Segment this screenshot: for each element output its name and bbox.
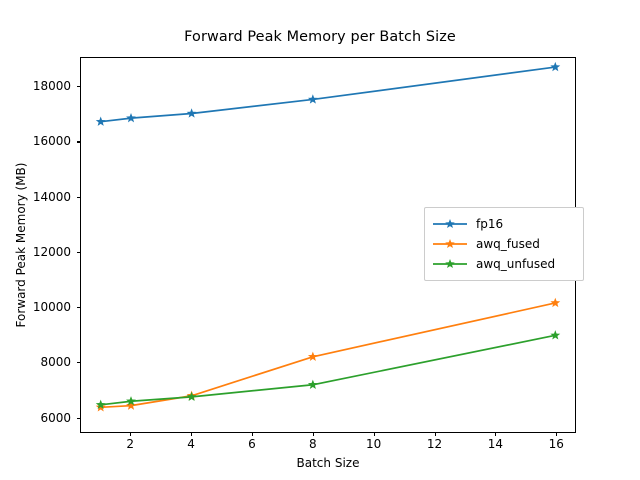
- x-tick-label: 16: [548, 437, 564, 451]
- legend-line-swatch: [433, 239, 467, 249]
- series-line: [100, 334, 556, 406]
- x-tick-label: 4: [187, 437, 195, 451]
- x-tick-mark: [312, 432, 314, 436]
- y-tick-mark: [76, 196, 80, 198]
- x-tick-label: 6: [248, 437, 256, 451]
- x-tick-label: 10: [366, 437, 382, 451]
- x-tick-mark: [373, 432, 375, 436]
- legend-label: awq_unfused: [476, 257, 556, 271]
- x-axis-label: Batch Size: [296, 456, 360, 470]
- x-tick-label: 8: [308, 437, 317, 451]
- x-tick-mark: [191, 432, 193, 436]
- y-tick-label: 18000: [32, 79, 71, 94]
- legend-line-swatch: [433, 259, 467, 269]
- x-tick-mark: [251, 432, 254, 436]
- data-point-marker: [307, 379, 318, 389]
- y-tick-mark: [76, 86, 80, 88]
- y-tick-label: 6000: [40, 410, 71, 425]
- y-tick-mark: [76, 307, 80, 309]
- data-point-marker: [307, 351, 318, 361]
- y-tick-label: 12000: [32, 244, 71, 259]
- x-tick-mark: [495, 432, 497, 436]
- x-tick-label: 14: [487, 437, 503, 451]
- legend-line-swatch: [433, 219, 467, 229]
- y-tick-label: 8000: [40, 355, 71, 370]
- data-point-marker: [95, 116, 106, 126]
- data-point-marker: [186, 108, 197, 118]
- data-point-marker: [550, 61, 561, 72]
- legend-item-awq_unfused[interactable]: awq_unfused: [432, 254, 575, 274]
- data-point-marker: [126, 112, 136, 123]
- x-tick-label: 12: [426, 437, 443, 451]
- series-fp16: [95, 61, 561, 126]
- series-awq_fused: [95, 297, 561, 412]
- data-point-marker: [126, 396, 136, 406]
- x-tick-label: 2: [126, 437, 135, 451]
- y-tick-label: 16000: [32, 134, 71, 149]
- y-tick-mark: [76, 362, 80, 364]
- y-tick-label: 10000: [32, 300, 71, 315]
- x-tick-mark: [130, 432, 132, 436]
- data-point-marker: [126, 400, 136, 410]
- x-tick-mark: [556, 432, 558, 436]
- data-point-marker: [95, 399, 106, 410]
- y-tick-mark: [76, 417, 80, 419]
- x-tick-mark: [434, 432, 436, 436]
- legend-item-fp16[interactable]: fp16: [432, 214, 575, 234]
- data-point-marker: [307, 94, 318, 104]
- data-point-marker: [550, 297, 561, 308]
- series-line: [100, 302, 556, 409]
- data-point-marker: [550, 330, 561, 340]
- y-tick-label: 14000: [32, 189, 71, 204]
- chart-legend: fp16 awq_fused awq_unfused: [424, 207, 584, 281]
- legend-item-awq_fused[interactable]: awq_fused: [432, 234, 575, 254]
- series-line: [100, 66, 556, 123]
- series-canvas: [95, 61, 561, 412]
- legend-label: fp16: [476, 217, 504, 231]
- data-point-marker: [186, 391, 197, 402]
- series-awq_unfused: [95, 330, 561, 410]
- y-tick-mark: [76, 251, 80, 253]
- legend-label: awq_fused: [476, 237, 540, 251]
- y-tick-mark: [76, 141, 80, 143]
- chart-title: Forward Peak Memory per Batch Size: [184, 29, 456, 45]
